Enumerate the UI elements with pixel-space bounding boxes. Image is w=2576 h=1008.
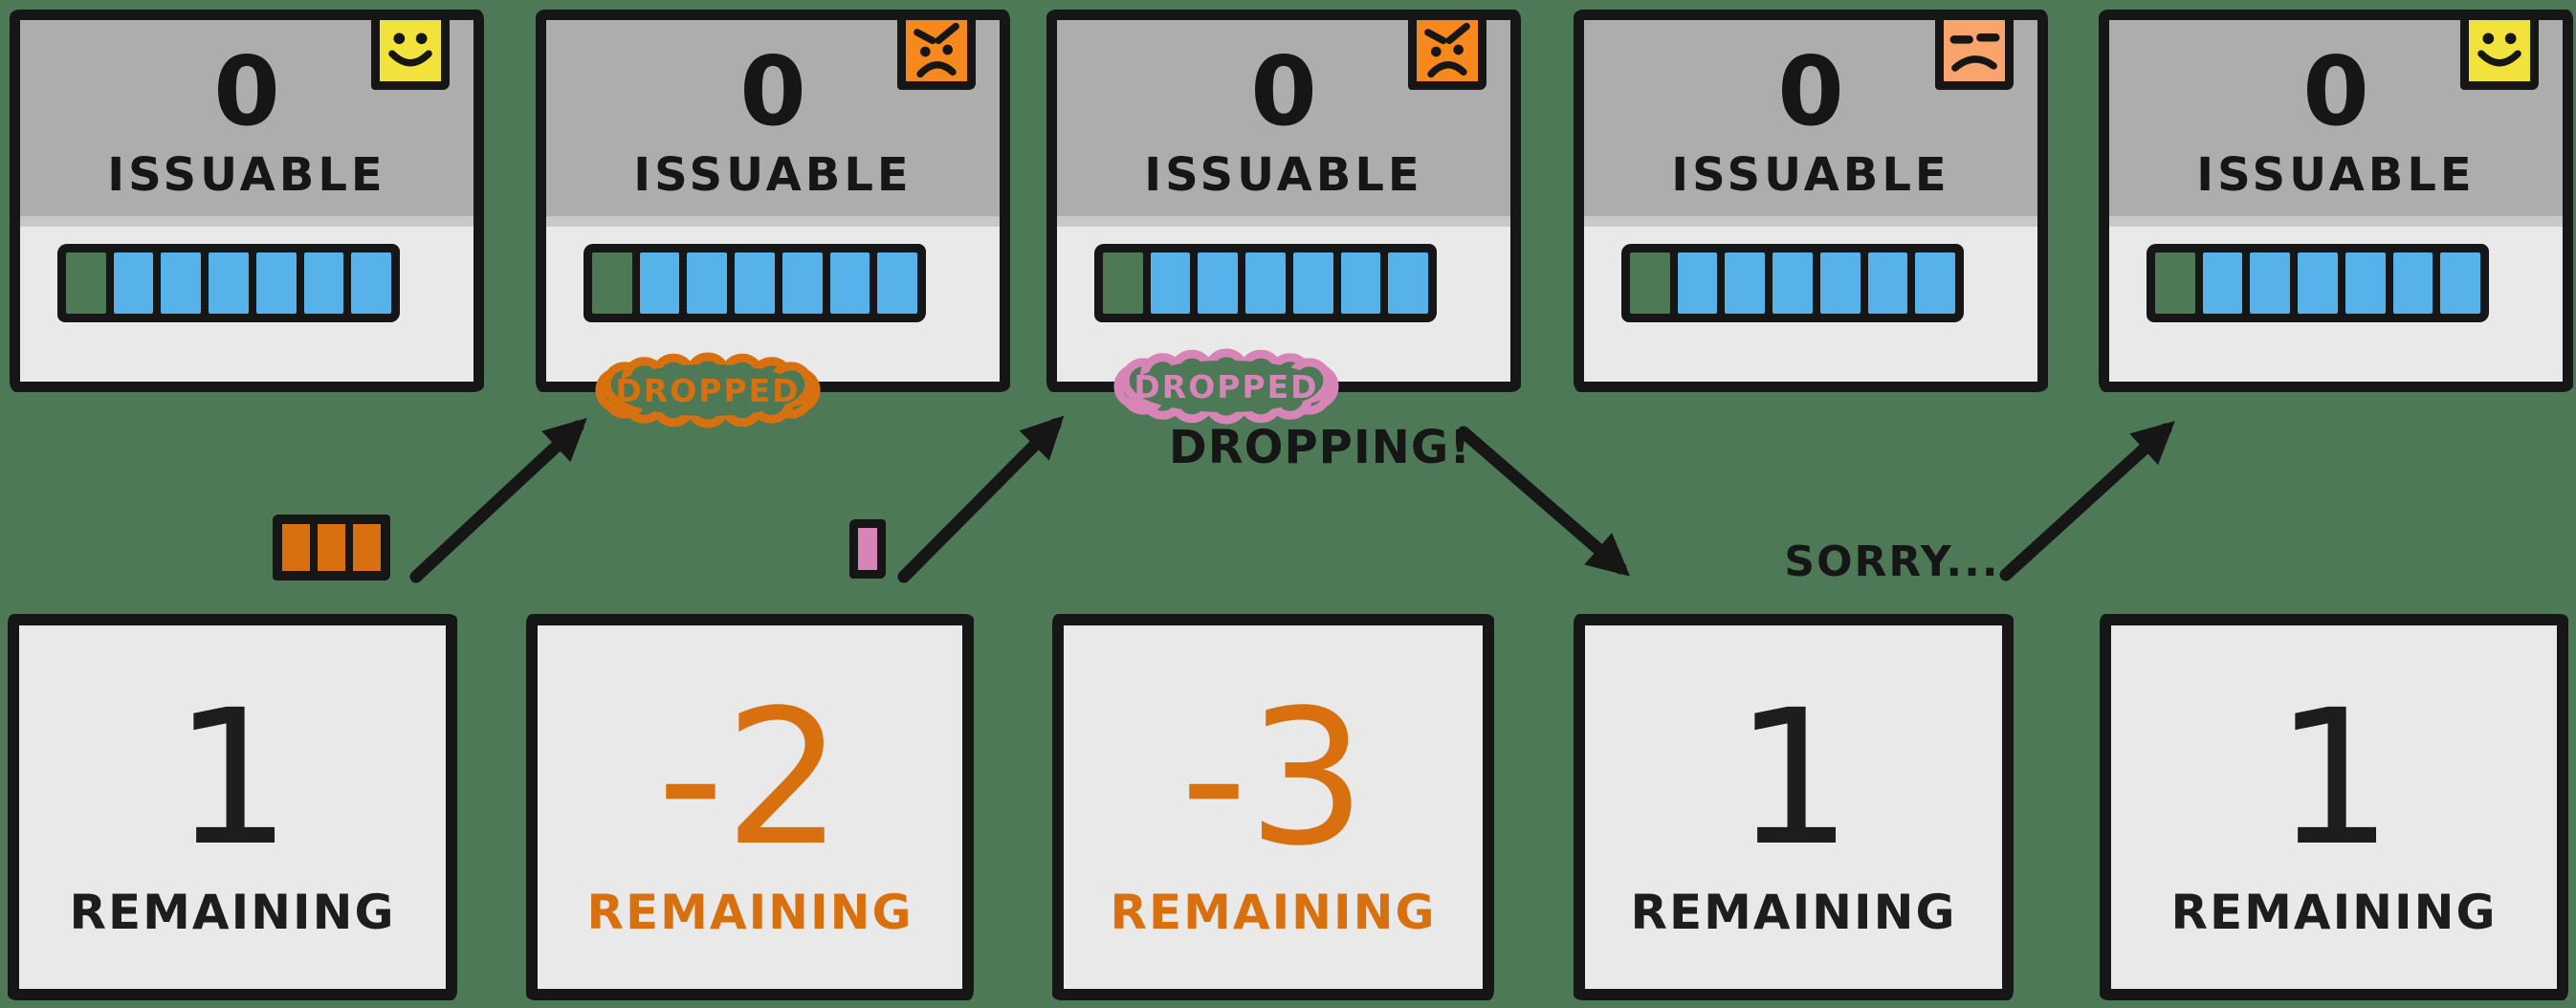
bar-cell-filled xyxy=(1150,252,1191,314)
issuable-label: ISSUABLE xyxy=(107,148,386,202)
bar-cell-empty xyxy=(2155,252,2195,314)
remaining-card-3: -3 REMAINING xyxy=(1052,614,1494,1000)
bar-cell-filled xyxy=(1340,252,1381,314)
bar-cell-filled xyxy=(113,252,154,314)
issuable-count: 0 xyxy=(1777,35,1844,147)
bar-cell-filled xyxy=(1772,252,1813,314)
token-cell xyxy=(858,528,877,570)
remaining-label: REMAINING xyxy=(586,885,914,940)
progress-bar xyxy=(1094,244,1437,322)
bar-cell-filled xyxy=(687,252,728,314)
progress-bar xyxy=(2147,244,2489,322)
smiley-face-icon xyxy=(371,11,450,90)
progress-bar xyxy=(583,244,926,322)
bar-cell-filled xyxy=(303,252,344,314)
dropped-token-block xyxy=(849,519,886,579)
bar-cell-filled xyxy=(2392,252,2433,314)
token-cell xyxy=(353,524,381,571)
remaining-count: 1 xyxy=(172,669,293,887)
bar-cell-filled xyxy=(1292,252,1333,314)
bar-cell-filled xyxy=(1245,252,1286,314)
bar-cell-filled xyxy=(351,252,392,314)
bar-cell-filled xyxy=(255,252,297,314)
remaining-card-4: 1 REMAINING xyxy=(1574,614,2014,1000)
bar-cell-filled xyxy=(1867,252,1908,314)
remaining-count: 1 xyxy=(1733,669,1854,887)
issuable-count: 0 xyxy=(2302,35,2369,147)
issuable-card-2: 0 ISSUABLE xyxy=(536,10,1010,392)
issuable-card-5: 0 ISSUABLE xyxy=(2099,10,2573,392)
svg-text:DROPPED: DROPPED xyxy=(1134,368,1318,405)
bar-cell-filled xyxy=(2440,252,2481,314)
remaining-label: REMAINING xyxy=(69,885,396,940)
issuable-label: ISSUABLE xyxy=(1671,148,1950,202)
issuable-card-1: 0 ISSUABLE xyxy=(10,10,484,392)
bar-cell-filled xyxy=(1915,252,1956,314)
svg-text:DROPPED: DROPPED xyxy=(615,372,800,409)
issuable-card-4: 0 ISSUABLE xyxy=(1574,10,2048,392)
bar-cell-empty xyxy=(1103,252,1143,314)
progress-bar xyxy=(57,244,400,322)
remaining-card-1: 1 REMAINING xyxy=(8,614,457,1000)
dropped-tokens-block xyxy=(273,515,390,581)
bar-cell-empty xyxy=(592,252,632,314)
token-cell xyxy=(318,524,345,571)
issuable-label: ISSUABLE xyxy=(633,148,913,202)
issuable-label: ISSUABLE xyxy=(2196,148,2476,202)
dropped-badge-orange: DROPPED xyxy=(595,352,821,428)
issuable-count: 0 xyxy=(213,35,280,147)
dropped-badge-pink: DROPPED xyxy=(1113,348,1339,425)
bar-cell-filled xyxy=(829,252,870,314)
progress-bar xyxy=(1621,244,1964,322)
remaining-count: -2 xyxy=(656,669,844,887)
angry-face-icon xyxy=(897,11,976,90)
bar-cell-filled xyxy=(639,252,680,314)
remaining-count: -3 xyxy=(1179,669,1367,887)
bar-cell-filled xyxy=(782,252,823,314)
arrow-1 xyxy=(409,417,587,583)
bar-cell-filled xyxy=(735,252,775,314)
token-cell xyxy=(282,524,310,571)
bar-cell-filled xyxy=(1725,252,1766,314)
remaining-card-2: -2 REMAINING xyxy=(526,614,974,1000)
remaining-card-5: 1 REMAINING xyxy=(2100,614,2568,1000)
bar-cell-filled xyxy=(1819,252,1860,314)
bar-cell-filled xyxy=(2345,252,2386,314)
arrow-3 xyxy=(1457,426,1631,577)
bar-cell-filled xyxy=(161,252,202,314)
bar-cell-filled xyxy=(1198,252,1239,314)
bar-cell-filled xyxy=(2298,252,2338,314)
smiley-face-icon xyxy=(2460,11,2539,90)
remaining-label: REMAINING xyxy=(2170,885,2498,940)
sorry-label: SORRY... xyxy=(1784,537,2000,586)
remaining-count: 1 xyxy=(2274,669,2394,887)
remaining-label: REMAINING xyxy=(1630,885,1957,940)
bar-cell-filled xyxy=(2202,252,2243,314)
issuable-count: 0 xyxy=(739,35,806,147)
issuable-count: 0 xyxy=(1250,35,1317,147)
arrow-2 xyxy=(897,415,1065,583)
issuable-label: ISSUABLE xyxy=(1144,148,1423,202)
bar-cell-filled xyxy=(1677,252,1718,314)
bar-cell-filled xyxy=(1388,252,1429,314)
bar-cell-empty xyxy=(66,252,106,314)
issuable-card-3: 0 ISSUABLE xyxy=(1046,10,1521,392)
bar-cell-filled xyxy=(877,252,918,314)
dropping-label: DROPPING! xyxy=(1168,421,1472,474)
bar-cell-filled xyxy=(209,252,249,314)
neutral-face-icon xyxy=(1935,11,2014,90)
bar-cell-empty xyxy=(1630,252,1670,314)
angry-face-icon xyxy=(1408,11,1486,90)
bar-cell-filled xyxy=(2250,252,2291,314)
remaining-label: REMAINING xyxy=(1110,885,1437,940)
